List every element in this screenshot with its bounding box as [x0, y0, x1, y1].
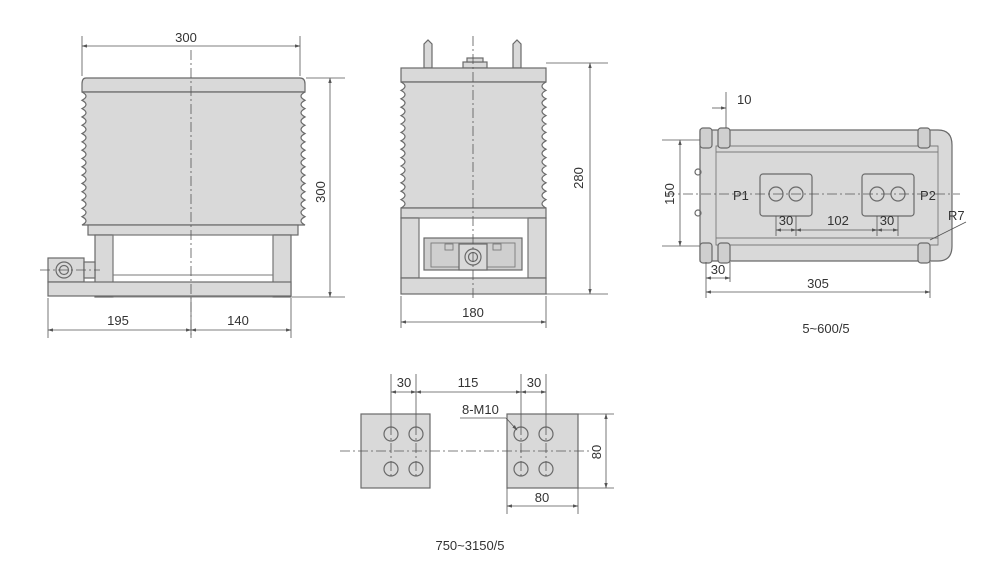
caption-small: 5~600/5 [802, 321, 849, 336]
caption-large: 750~3150/5 [435, 538, 504, 553]
dim-height-150: 150 [662, 183, 677, 205]
dim-edge-30: 30 [711, 262, 725, 277]
dim-large-right: 30 [527, 375, 541, 390]
dim-radius: R7 [948, 208, 965, 223]
terminal-view-small-dimensions: 10 150 30 102 30 R7 30 305 5~600/5 [662, 92, 967, 336]
dim-pad-width: 80 [535, 490, 549, 505]
dim-front-height: 300 [313, 181, 328, 203]
dim-large-spacing: 115 [458, 375, 479, 390]
terminal-view-large-dimensions: 30 115 30 8-M10 80 80 750~3150/5 [390, 374, 614, 553]
dim-pad-height: 80 [589, 445, 604, 459]
dim-front-base-left: 195 [107, 313, 129, 328]
dim-length-305: 305 [807, 276, 829, 291]
dim-offset-10: 10 [737, 92, 751, 107]
label-p1: P1 [733, 188, 749, 203]
dim-front-base-right: 140 [227, 313, 249, 328]
label-p2: P2 [920, 188, 936, 203]
front-view-dimensions: 300 300 195 140 [47, 30, 345, 338]
front-view [40, 50, 307, 338]
dim-side-width: 180 [462, 305, 484, 320]
terminal-view-small: P1 P2 [665, 127, 960, 264]
bolt-label: 8-M10 [462, 402, 499, 417]
dim-front-top-width: 300 [175, 30, 197, 45]
dim-large-left: 30 [397, 375, 411, 390]
dim-hole-b: 30 [880, 213, 894, 228]
dim-hole-spacing: 102 [827, 213, 849, 228]
dim-side-height: 280 [571, 167, 586, 189]
terminal-view-large [340, 413, 590, 489]
dim-hole-a: 30 [779, 213, 793, 228]
side-view-dimensions: 280 180 [400, 62, 608, 328]
side-view [399, 36, 548, 300]
